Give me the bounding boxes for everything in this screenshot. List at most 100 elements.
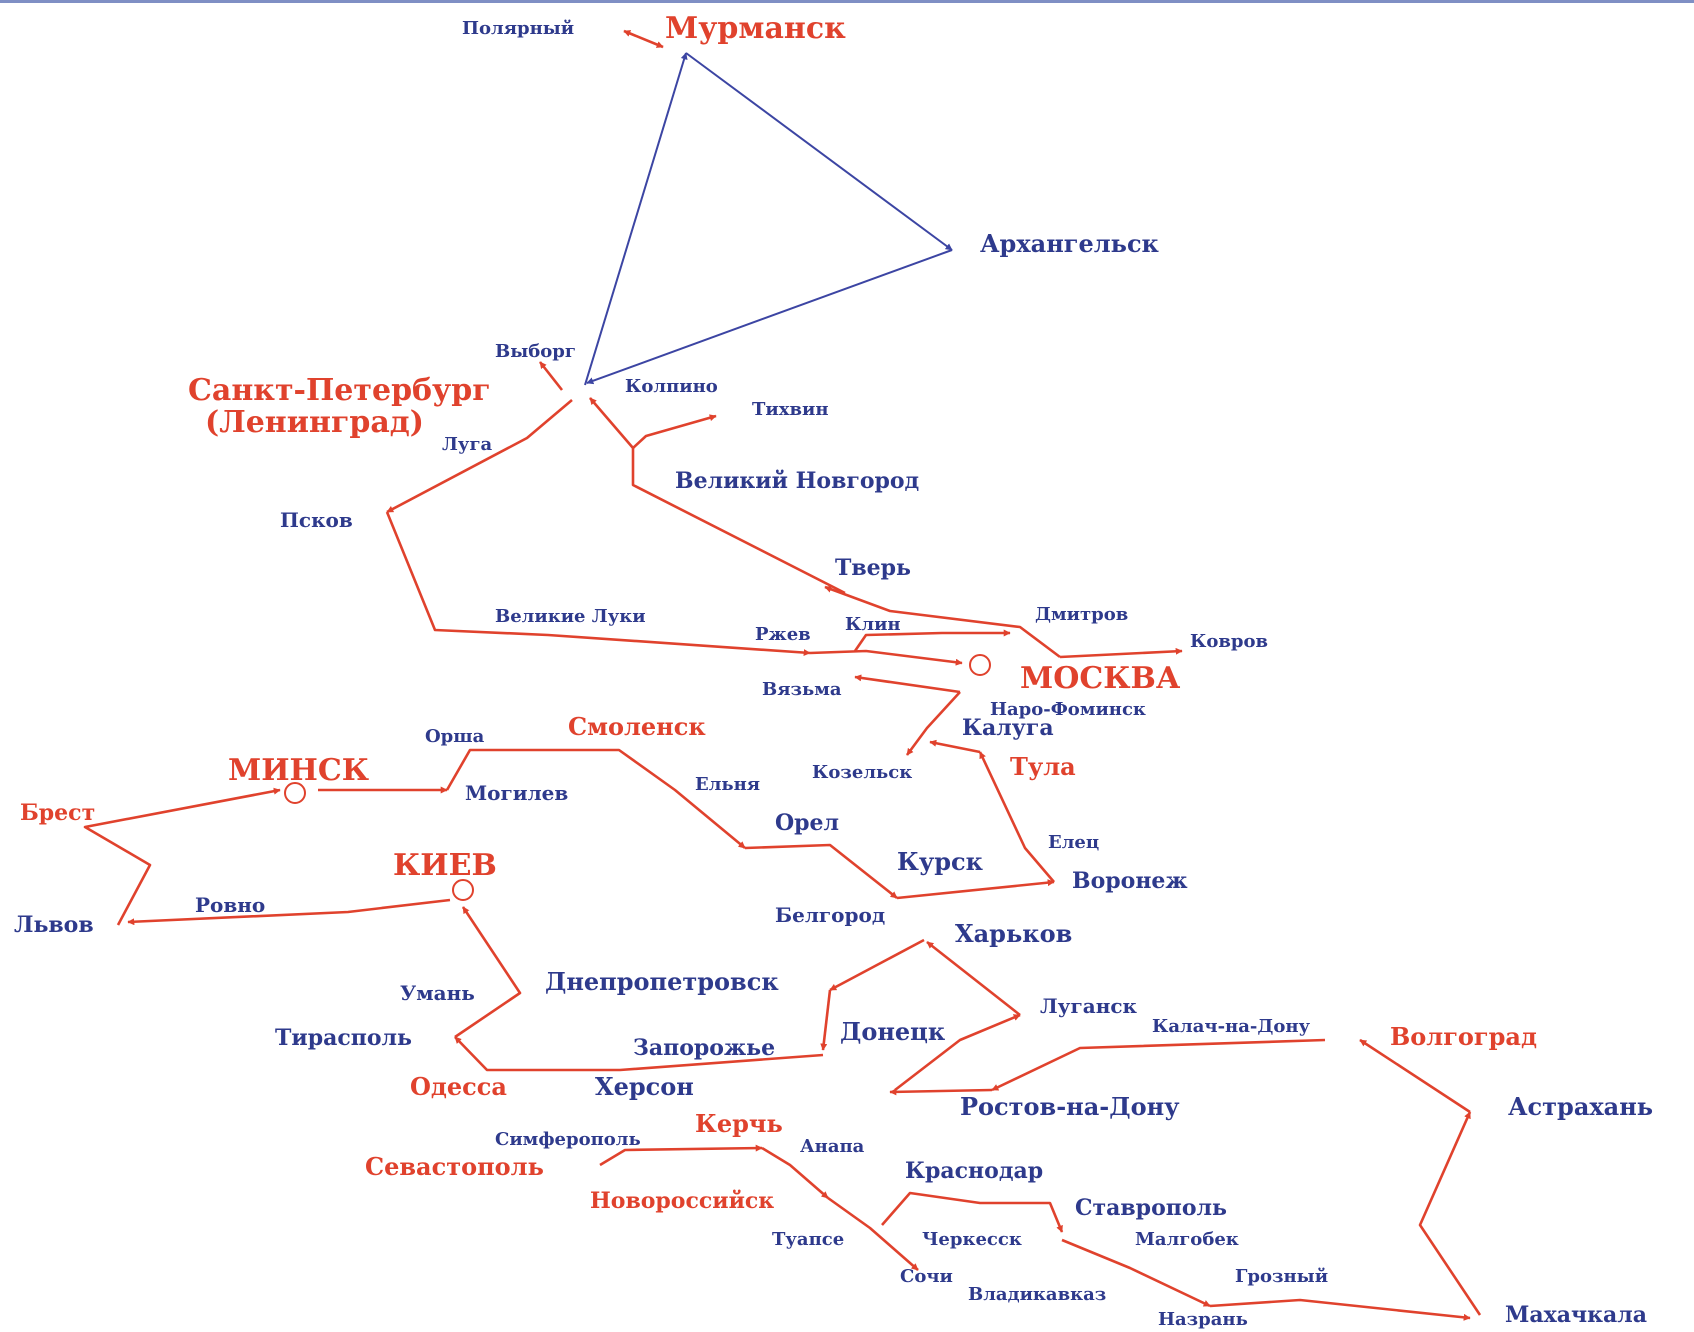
- label-rovno: Ровно: [195, 893, 265, 917]
- kiev-marker: [452, 879, 474, 901]
- route-spb-pskov: [386, 399, 573, 514]
- label-rostov: Ростов-на-Дону: [960, 1092, 1180, 1121]
- label-tikhvin: Тихвин: [752, 399, 829, 420]
- label-rzhev: Ржев: [755, 624, 811, 645]
- label-vyazma: Вязьма: [762, 679, 842, 700]
- label-nazran: Назрань: [1158, 1309, 1248, 1330]
- label-astrakhan: Астрахань: [1508, 1092, 1653, 1121]
- route-donetsk-lugansk: [894, 1013, 1021, 1092]
- label-brest: Брест: [20, 800, 95, 826]
- label-novorossiysk: Новороссийск: [590, 1188, 774, 1214]
- route-kaluga-vyazma: [854, 674, 961, 694]
- label-lvov: Львов: [14, 912, 94, 938]
- route-rostov-donetsk: [889, 1088, 993, 1096]
- label-voronezh: Воронеж: [1072, 868, 1188, 894]
- label-kherson: Херсон: [595, 1072, 694, 1101]
- city-labels: Полярный Мурманск Архангельск Выборг Сан…: [14, 11, 1653, 1330]
- route-rzhev-moscow: [809, 649, 963, 666]
- label-pskov: Псков: [280, 508, 353, 532]
- label-leningrad: (Ленинград): [205, 405, 424, 440]
- label-minsk: МИНСК: [228, 753, 369, 788]
- label-zaporozhye: Запорожье: [633, 1035, 775, 1061]
- label-tiraspol: Тирасполь: [275, 1025, 412, 1051]
- label-krasnodar: Краснодар: [905, 1158, 1043, 1184]
- label-smolensk: Смоленск: [568, 712, 706, 741]
- route-krasnodar-stavropol: [881, 1191, 1064, 1233]
- capital-markers: [284, 654, 991, 901]
- label-arkhangelsk: Архангельск: [980, 229, 1160, 258]
- label-cherkessk: Черкесск: [922, 1229, 1022, 1250]
- route-spb-vyborg: [538, 361, 564, 391]
- route-tiraspol-kiev: [454, 906, 522, 1039]
- label-velikiy-novgorod: Великий Новгород: [675, 468, 919, 494]
- route-novorossiysk-sochi: [827, 1196, 919, 1271]
- label-kovrov: Ковров: [1190, 631, 1268, 652]
- route-tver-spb: [589, 397, 846, 595]
- label-kolpino: Колпино: [625, 376, 718, 397]
- route-tikhvin: [632, 414, 717, 449]
- label-belgorod: Белгород: [775, 903, 885, 927]
- label-dnepropetrovsk: Днепропетровск: [545, 967, 779, 996]
- label-sevastopol: Севастополь: [365, 1152, 544, 1181]
- route-voronezh-kaluga: [978, 751, 1055, 883]
- label-tver: Тверь: [835, 555, 911, 581]
- route-nazran-makhachkala: [1209, 1298, 1471, 1321]
- label-sochi: Сочи: [900, 1266, 953, 1287]
- label-yelets: Елец: [1048, 832, 1099, 853]
- route-kovrov: [1059, 647, 1183, 659]
- route-spb-murmansk: [584, 52, 688, 386]
- northern-route: [584, 52, 953, 386]
- route-murmansk-arkhangelsk: [685, 52, 953, 251]
- route-astrakhan-volgograd: [1359, 1038, 1471, 1114]
- label-malgobek: Малгобек: [1135, 1229, 1239, 1250]
- label-moskva: МОСКВА: [1020, 661, 1181, 696]
- label-kaluga: Калуга: [962, 715, 1054, 741]
- route-lugansk-kharkov: [926, 940, 1021, 1017]
- label-donetsk: Донецк: [840, 1017, 946, 1046]
- label-uman: Умань: [400, 981, 475, 1005]
- route-dnepropetrovsk-zaporozhye: [820, 989, 832, 1051]
- label-yelnya: Ельня: [695, 774, 760, 795]
- route-volgograd-rostov: [991, 1038, 1326, 1092]
- label-polyarny: Полярный: [462, 18, 574, 39]
- route-sevastopol-simferopol: [599, 1144, 763, 1167]
- route-tula-kaluga: [929, 739, 981, 754]
- label-kursk: Курск: [897, 847, 984, 876]
- label-orel: Орел: [775, 810, 839, 836]
- label-kerch: Керчь: [695, 1109, 783, 1138]
- route-mogilev-orel: [445, 748, 746, 850]
- label-makhachkala: Махачкала: [1505, 1302, 1647, 1328]
- label-volgograd: Волгоград: [1390, 1022, 1537, 1051]
- label-naro-fominsk: Наро-Фоминск: [990, 699, 1146, 720]
- label-tula: Тула: [1010, 752, 1076, 781]
- route-lvov-minsk: [83, 787, 281, 926]
- label-spb: Санкт-Петербург: [188, 373, 491, 408]
- route-arkhangelsk-spb: [586, 249, 953, 385]
- minsk-marker: [284, 782, 306, 804]
- label-lugansk: Луганск: [1040, 994, 1138, 1018]
- label-vyborg: Выборг: [495, 341, 576, 362]
- route-kharkov-dnepropetrovsk: [829, 938, 925, 992]
- route-makhachkala-astrakhan: [1418, 1111, 1482, 1316]
- label-kozelsk: Козельск: [812, 762, 912, 783]
- route-kaluga-kozelsk: [905, 691, 961, 756]
- route-pskov-rzhev: [385, 511, 811, 657]
- route-stavropol-nazran: [1061, 1238, 1211, 1308]
- route-klin-dmitrov: [853, 629, 1011, 652]
- label-murmansk: Мурманск: [665, 11, 846, 46]
- route-orel-kursk: [744, 843, 898, 900]
- label-vladikavkaz: Владикавказ: [968, 1284, 1106, 1305]
- label-simferopol: Симферополь: [495, 1129, 641, 1150]
- route-moscow-tver: [824, 585, 1061, 659]
- label-kalach: Калач-на-Дону: [1152, 1016, 1311, 1037]
- label-klin: Клин: [845, 614, 901, 635]
- label-grozny: Грозный: [1235, 1266, 1328, 1287]
- route-kursk-voronezh: [896, 879, 1055, 900]
- moscow-marker: [969, 654, 991, 676]
- label-dmitrov: Дмитров: [1035, 604, 1128, 625]
- label-tuapse: Туапсе: [772, 1229, 844, 1250]
- label-orsha: Орша: [425, 726, 485, 747]
- route-zaporozhye-odessa: [454, 1036, 824, 1072]
